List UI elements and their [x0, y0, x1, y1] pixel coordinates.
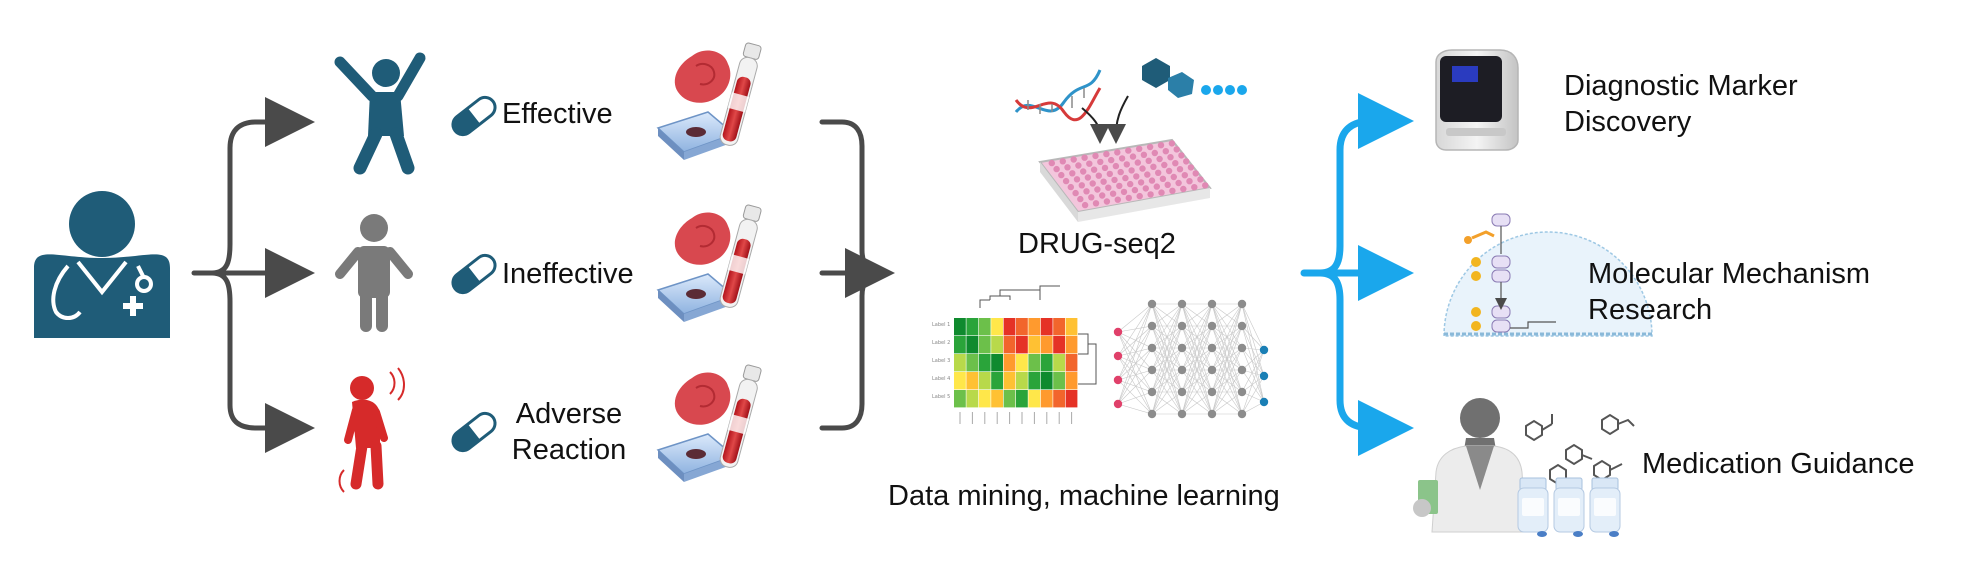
neural-network-icon: [1113, 299, 1269, 419]
person-ineffective-icon: [335, 214, 413, 332]
flow-arrows-in: [191, 97, 315, 453]
label-medication: Medication Guidance: [1642, 448, 1915, 480]
dna-arrow: [1081, 107, 1110, 144]
svg-text:Label 4: Label 4: [932, 376, 950, 382]
label-diagnostic-line2: Discovery: [1564, 106, 1692, 139]
doctor-icon: [34, 191, 170, 338]
sample-set-adverse: [657, 363, 764, 483]
svg-text:Label 2: Label 2: [932, 340, 950, 346]
label-data-mining: Data mining, machine learning: [888, 480, 1280, 512]
label-effective: Effective: [502, 98, 613, 130]
label-adverse-line2: Reaction: [511, 434, 627, 467]
person-effective-icon: [334, 52, 426, 175]
label-diagnostic: Diagnostic Marker Discovery: [1564, 68, 1798, 141]
molecules-icon: [1525, 413, 1635, 486]
svg-text:Label 3: Label 3: [932, 358, 950, 364]
capsule-icon: [447, 407, 501, 457]
medicine-bottles-icon: [1517, 477, 1621, 537]
flow-arrows-out: [1300, 93, 1414, 456]
capsule-icon: [447, 91, 501, 141]
heatmap-icon: Label 1 Label 2 Label 3 Label 4 Label 5: [932, 285, 1097, 424]
pathway-icon: [1443, 213, 1653, 337]
well-plate-icon: [1038, 138, 1212, 222]
label-diagnostic-line1: Diagnostic Marker: [1564, 70, 1798, 102]
compound-arrow: [1106, 95, 1129, 144]
flow-arrows-merge: [819, 119, 895, 431]
svg-text:Label 1: Label 1: [932, 322, 950, 328]
label-ineffective: Ineffective: [502, 258, 634, 290]
compound-icon: [1142, 58, 1247, 98]
sequencer-icon: [1435, 49, 1519, 151]
scientist-icon: [1413, 398, 1527, 533]
svg-text:Label 5: Label 5: [932, 394, 950, 400]
sample-set-effective: [657, 41, 764, 161]
capsule-icon: [447, 249, 501, 299]
label-molecular-line2: Research: [1588, 294, 1713, 327]
label-drugseq: DRUG-seq2: [1018, 228, 1176, 260]
sample-set-ineffective: [657, 203, 764, 323]
label-adverse-reaction: Adverse Reaction: [502, 396, 636, 469]
label-molecular: Molecular Mechanism Research: [1588, 256, 1870, 329]
person-adverse-icon: [338, 367, 405, 493]
dna-icon: [1014, 69, 1102, 122]
label-adverse-line1: Adverse: [515, 398, 623, 430]
label-molecular-line1: Molecular Mechanism: [1588, 258, 1871, 290]
